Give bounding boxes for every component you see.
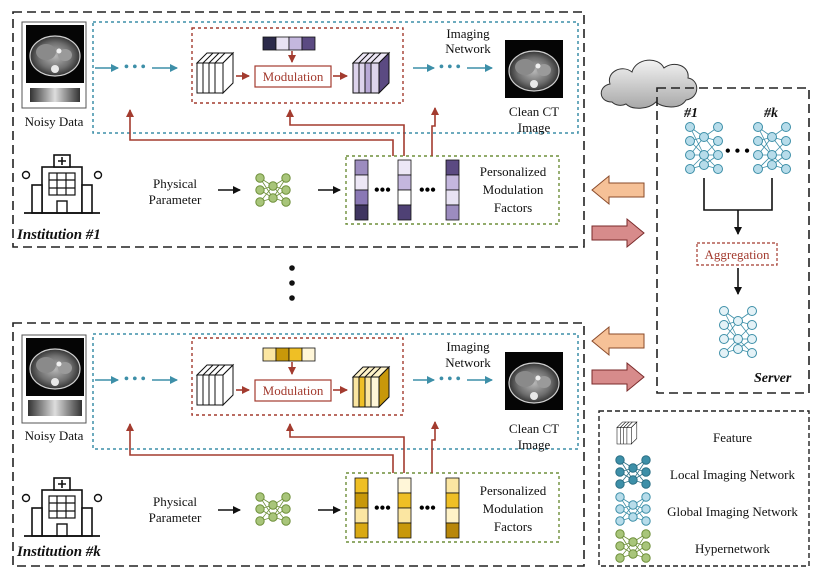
- physical-label-1b: Parameter: [148, 192, 202, 207]
- legend-global-icon: [615, 492, 651, 526]
- modulation-box-1: [191, 27, 404, 104]
- physical-label-ka: Physical: [152, 494, 198, 509]
- legend-frame: [598, 410, 810, 567]
- imaging-network-label-1a: Imaging: [446, 26, 490, 41]
- server-frame: [656, 87, 810, 394]
- physical-label-1a: Physical: [152, 176, 198, 191]
- imaging-network-label-kb: Network: [445, 355, 491, 370]
- aggregation-box: [696, 242, 778, 266]
- download-arrow-k: [591, 325, 645, 357]
- svg-text:• • •: • • •: [439, 372, 461, 387]
- legend-hyper-icon: [615, 529, 651, 563]
- hospital-icon-k: [21, 477, 103, 537]
- imaging-network-label-1b: Network: [445, 41, 491, 56]
- modulation-vector-1: [262, 36, 316, 51]
- clean-ct-label-kb: Image: [517, 437, 551, 452]
- imaging-network-box-k: [92, 333, 579, 450]
- imaging-network-label-ka: Imaging: [446, 339, 490, 354]
- legend-feature-label: Feature: [713, 430, 752, 445]
- factors-label-1b: Modulation: [482, 182, 544, 197]
- svg-text:• • •: • • •: [439, 60, 461, 75]
- aggregation-label: Aggregation: [704, 247, 770, 262]
- feature-cube-in-1: [196, 52, 234, 94]
- factors-label-ka: Personalized: [479, 483, 547, 498]
- global-network-icon: [719, 306, 757, 358]
- institution-k-label: Institution #k: [17, 544, 101, 560]
- sinogram-1: [30, 88, 80, 102]
- upload-arrow-1: [591, 217, 645, 249]
- factors-label-1c: Factors: [493, 200, 533, 215]
- clean-ct-label-1b: Image: [517, 120, 551, 135]
- modulation-label-k: Modulation: [262, 383, 324, 398]
- imaging-network-box-1: [92, 21, 579, 134]
- noisy-data-label-k: Noisy Data: [24, 428, 84, 443]
- server-net-k-label: #k: [764, 106, 778, 121]
- factors-label-kb: Modulation: [482, 501, 544, 516]
- svg-text:•••: •••: [374, 182, 391, 199]
- hospital-icon-1: [21, 154, 103, 214]
- server-label: Server: [754, 371, 792, 386]
- legend-local-label: Local Imaging Network: [670, 467, 795, 482]
- factor-vectors-k: [354, 477, 460, 539]
- clean-ct-label-ka: Clean CT: [508, 421, 560, 436]
- sinogram-k: [28, 400, 82, 416]
- feature-cube-out-k: [351, 365, 391, 409]
- hypernetwork-icon-1: [255, 173, 291, 207]
- institution-1-label: Institution #1: [17, 227, 101, 243]
- svg-text:•••: •••: [419, 182, 436, 199]
- download-arrow-1: [591, 174, 645, 206]
- legend-global-label: Global Imaging Network: [667, 504, 798, 519]
- noisy-data-label-1: Noisy Data: [24, 114, 84, 129]
- feature-cube-in-k: [196, 364, 234, 406]
- factors-label-1a: Personalized: [479, 164, 547, 179]
- modulation-vector-k: [262, 347, 316, 362]
- local-network-icon-1: [685, 122, 723, 174]
- factors-label-kc: Factors: [493, 519, 533, 534]
- server-net-1-label: #1: [684, 106, 698, 121]
- feature-cube-out-1: [351, 51, 391, 95]
- modulation-label-box-1: [254, 65, 332, 88]
- svg-text:• • •: • • •: [725, 143, 750, 160]
- clean-ct-k: [504, 351, 564, 411]
- svg-text:•••: •••: [419, 500, 436, 517]
- factors-box-1: [345, 155, 560, 225]
- svg-text:• • •: • • •: [124, 372, 146, 387]
- factor-vectors-1: [354, 159, 460, 221]
- svg-text:• • •: • • •: [124, 60, 146, 75]
- physical-label-kb: Parameter: [148, 510, 202, 525]
- legend-local-icon: [615, 455, 651, 489]
- clean-ct-1: [504, 39, 564, 99]
- factors-box-k: [345, 472, 560, 543]
- clean-ct-label-1a: Clean CT: [508, 104, 560, 119]
- cloud-icon: [600, 59, 698, 109]
- hypernetwork-icon-k: [255, 492, 291, 526]
- institution-k-frame: [12, 322, 585, 567]
- legend-feature-icon: [616, 421, 638, 445]
- modulation-label-1: Modulation: [262, 69, 324, 84]
- local-network-icon-k: [753, 122, 791, 174]
- institution-1-frame: [12, 11, 585, 248]
- upload-arrow-k: [591, 361, 645, 393]
- legend-hyper-label: Hypernetwork: [694, 541, 771, 556]
- svg-text:•••: •••: [374, 500, 391, 517]
- modulation-label-box-k: [254, 379, 332, 402]
